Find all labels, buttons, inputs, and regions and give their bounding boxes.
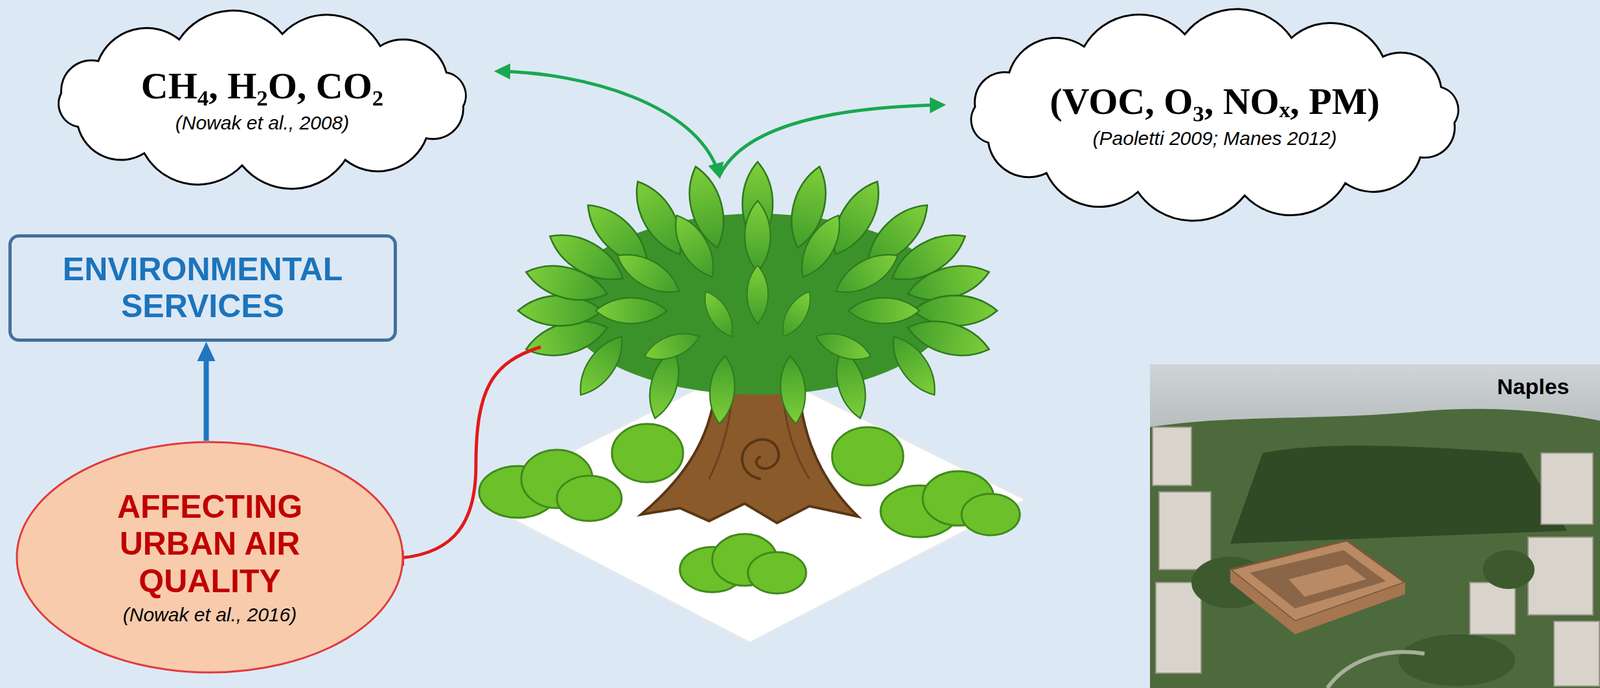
gas-list: CH₄, H₂O, CO₂ [141,64,384,109]
citation: (Nowak et al., 2016) [123,604,297,627]
gas-cloud: CH₄, H₂O, CO₂ (Nowak et al., 2008) [35,10,489,190]
connector-arrow [197,341,216,441]
citation: (Nowak et al., 2008) [175,112,350,135]
shape-outline [971,9,1459,221]
air-quality-ellipse: AFFECTING URBAN AIR QUALITY (Nowak et al.… [15,440,405,675]
box-title: ENVIRONMENTAL SERVICES [27,251,378,326]
pollutant-cloud: (VOC, O₃, NOₓ, PM) (Paoletti 2009; Manes … [949,10,1481,220]
connector-line [203,358,210,441]
arrow-head [197,341,216,362]
services-box: ENVIRONMENTAL SERVICES [8,234,397,342]
shape-outline [58,10,467,189]
citation: (Paoletti 2009; Manes 2012) [1092,127,1338,151]
pollutant-list: (VOC, O₃, NOₓ, PM) [1049,80,1380,124]
ellipse-title: AFFECTING URBAN AIR QUALITY [80,488,340,601]
shape-outline [16,442,403,673]
photo-label: Naples [1497,374,1570,400]
